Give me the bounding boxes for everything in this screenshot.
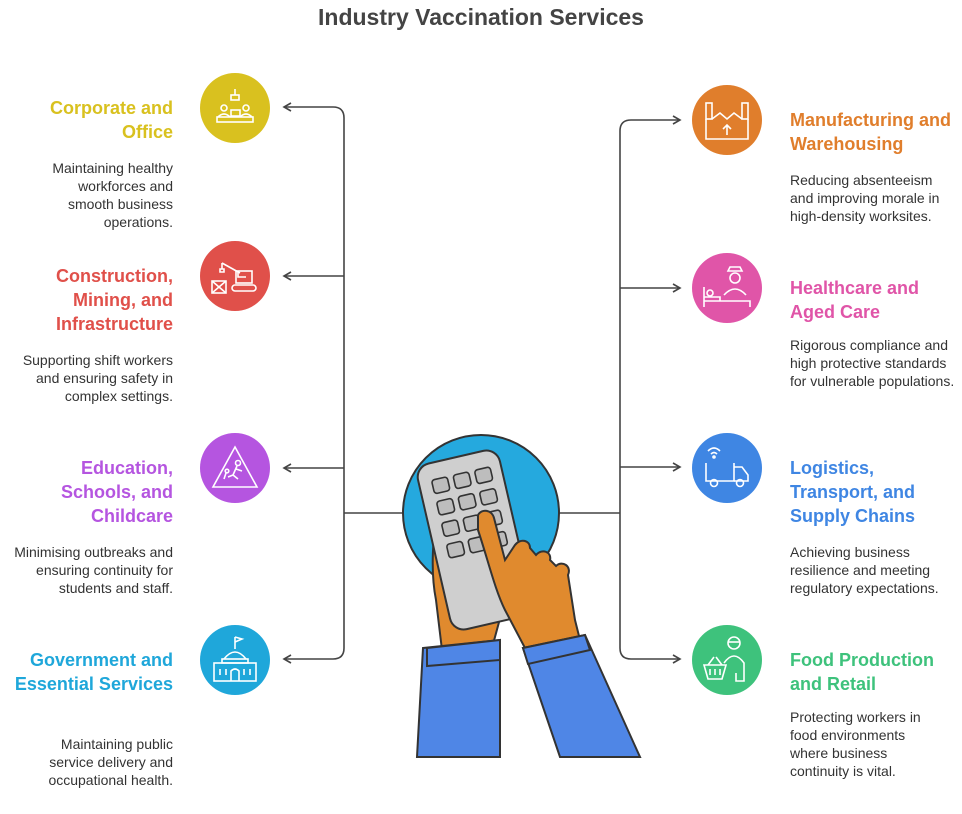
nurse-bed-icon <box>703 266 751 307</box>
government-heading: Government and Essential Services <box>14 650 173 694</box>
diagram-title: Industry Vaccination Services <box>318 4 644 30</box>
excavator-icon <box>211 262 257 294</box>
education-heading: Education, Schools, and Childcare <box>60 458 173 526</box>
logistics-circle <box>692 433 762 503</box>
corporate-heading: Corporate and Office <box>49 98 173 142</box>
government-description: Maintaining public service delivery and … <box>48 736 173 788</box>
healthcare-description: Rigorous compliance and high protective … <box>790 337 955 389</box>
construction-circle <box>200 241 270 311</box>
healthcare-heading: Healthcare and Aged Care <box>790 278 920 322</box>
logistics-description: Achieving business resilience and meetin… <box>790 544 939 596</box>
logistics-heading: Logistics, Transport, and Supply Chains <box>790 458 916 526</box>
food-description: Protecting workers in food environments … <box>790 709 921 779</box>
delivery-truck-icon <box>705 447 749 488</box>
government-building-icon <box>213 636 257 682</box>
manufacturing-description: Reducing absenteeism and improving moral… <box>790 172 940 224</box>
manufacturing-heading: Manufacturing and Warehousing <box>790 110 951 154</box>
corporate-circle <box>200 73 270 143</box>
education-circle <box>200 433 270 503</box>
shopping-basket-worker-icon <box>702 636 745 682</box>
factory-icon <box>705 102 749 140</box>
corporate-description: Maintaining healthy workforces and smoot… <box>52 160 173 230</box>
education-description: Minimising outbreaks and ensuring contin… <box>14 544 173 596</box>
food-heading: Food Production and Retail <box>790 650 934 694</box>
healthcare-circle <box>692 253 762 323</box>
food-circle <box>692 625 762 695</box>
school-warning-sign-icon <box>211 445 259 488</box>
construction-description: Supporting shift workers and ensuring sa… <box>22 352 173 404</box>
government-circle <box>200 625 270 695</box>
construction-heading: Construction, Mining, and Infrastructure <box>55 266 173 334</box>
office-meeting-icon <box>216 89 254 123</box>
manufacturing-circle <box>692 85 762 155</box>
